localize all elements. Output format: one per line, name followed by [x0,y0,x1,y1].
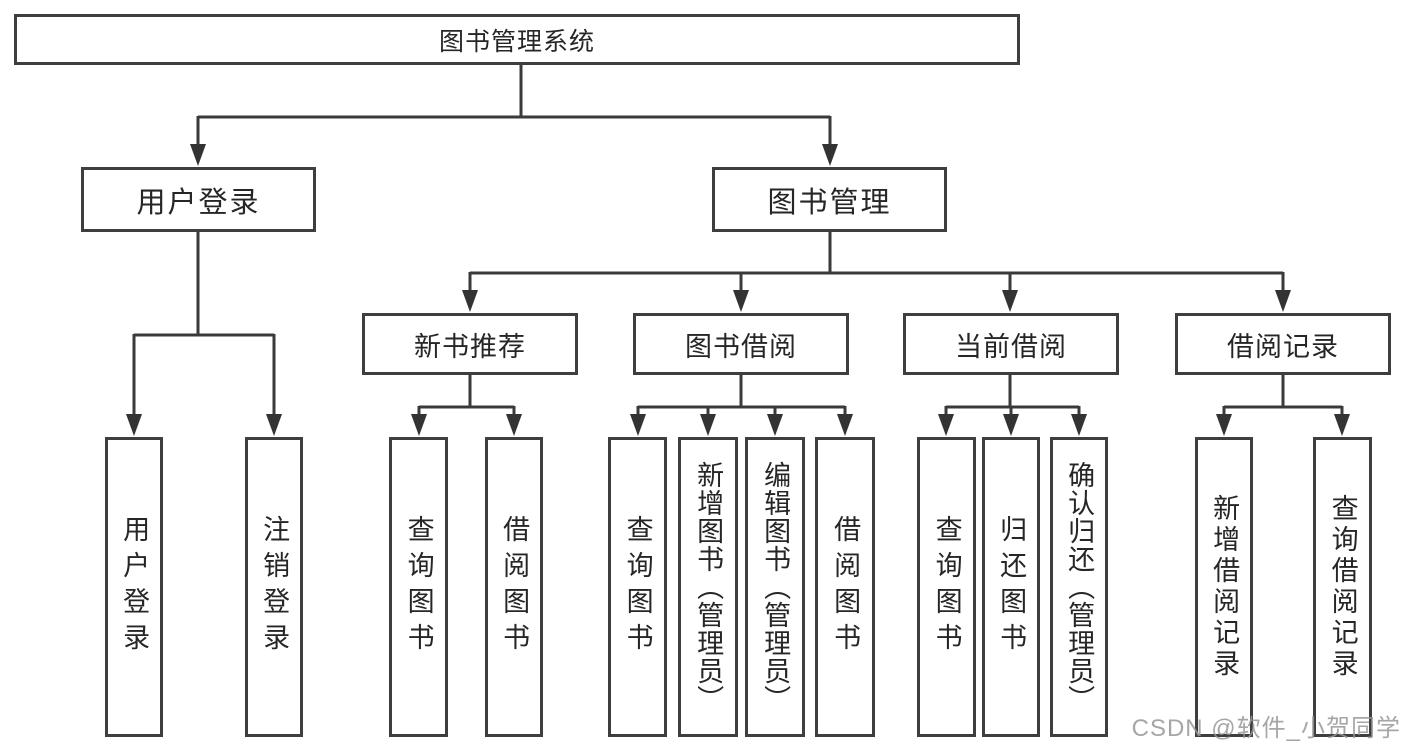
leaf-current-query-books: 查询图书 [917,437,976,737]
node-borrowing-records: 借阅记录 [1175,313,1391,375]
leaf-records-query-record-label: 查询借阅记录 [1327,494,1358,680]
node-book-borrowing: 图书借阅 [633,313,849,375]
node-new-book-recommend-label: 新书推荐 [414,331,526,362]
leaf-recommend-query-books: 查询图书 [389,437,448,737]
leaf-borrowing-query-books-label: 查询图书 [622,515,653,659]
node-borrowing-records-label: 借阅记录 [1227,331,1339,362]
leaf-current-query-books-label: 查询图书 [931,515,962,659]
leaf-logout: 注销登录 [245,437,303,737]
leaf-current-return-books-label: 归还图书 [996,515,1027,659]
edges-sections-to-leaves [417,375,1344,417]
leaf-records-add-record: 新增借阅记录 [1195,437,1253,737]
leaf-recommend-query-books-label: 查询图书 [403,515,434,659]
leaf-user-login-label: 用户登录 [119,515,150,659]
leaf-borrowing-query-books: 查询图书 [608,437,667,737]
leaf-logout-label: 注销登录 [259,515,290,659]
leaf-borrowing-borrow-books: 借阅图书 [815,437,875,737]
leaf-current-return-books: 归还图书 [982,437,1040,737]
node-new-book-recommend: 新书推荐 [362,313,578,375]
leaf-recommend-borrow-books: 借阅图书 [485,437,543,737]
leaf-borrowing-add-books-admin-label: 新增图书（管理员） [693,461,724,713]
leaf-records-add-record-label: 新增借阅记录 [1209,494,1240,680]
node-user-login-branch-label: 用户登录 [136,186,261,219]
node-user-login-branch: 用户登录 [81,167,316,232]
node-current-borrowing: 当前借阅 [903,313,1119,375]
node-root: 图书管理系统 [14,14,1020,65]
edges-root-to-level2 [196,65,832,146]
edges-book-management-branch [468,232,1285,293]
leaf-borrowing-borrow-books-label: 借阅图书 [830,515,861,659]
leaf-borrowing-edit-books-admin-label: 编辑图书（管理员） [760,461,791,713]
node-book-management-branch-label: 图书管理 [767,186,892,219]
node-current-borrowing-label: 当前借阅 [955,331,1067,362]
leaf-current-confirm-return-admin: 确认归还（管理员） [1050,437,1108,737]
node-root-label: 图书管理系统 [438,27,595,56]
leaf-user-login: 用户登录 [105,437,163,737]
leaf-current-confirm-return-admin-label: 确认归还（管理员） [1064,461,1095,713]
leaf-borrowing-edit-books-admin: 编辑图书（管理员） [745,437,805,737]
edges-user-login-branch [132,232,276,416]
node-book-management-branch: 图书管理 [712,167,947,232]
leaf-records-query-record: 查询借阅记录 [1313,437,1372,737]
leaf-recommend-borrow-books-label: 借阅图书 [499,515,530,659]
arrowhead-icons [126,144,1350,436]
node-book-borrowing-label: 图书借阅 [685,331,797,362]
leaf-borrowing-add-books-admin: 新增图书（管理员） [678,437,738,737]
